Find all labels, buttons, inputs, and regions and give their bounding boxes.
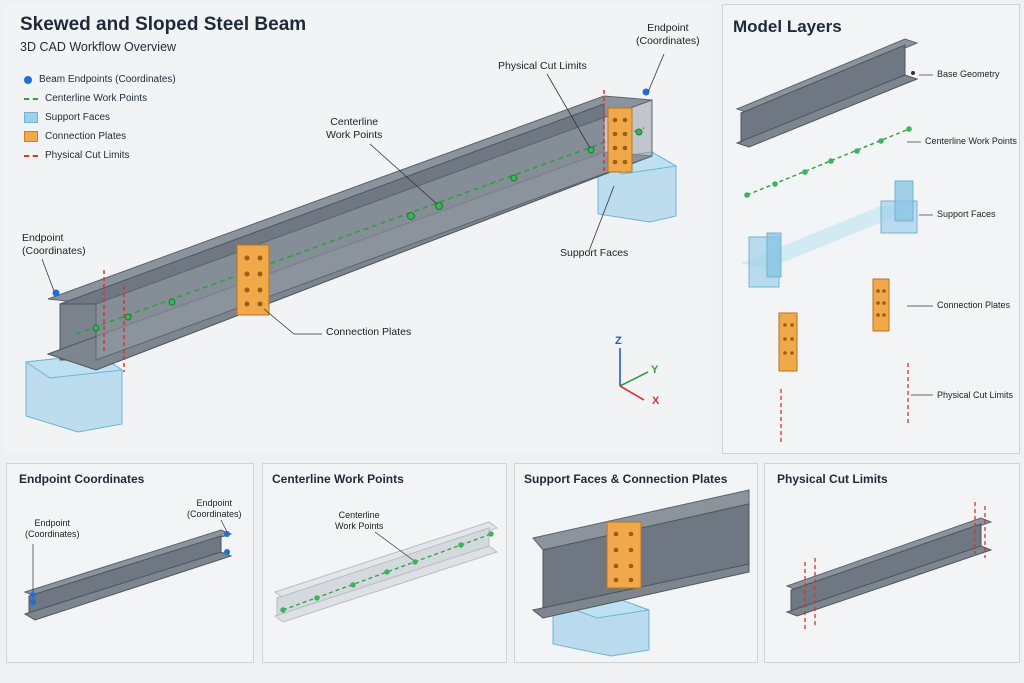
model-layers-panel: Model Layers <box>722 4 1020 454</box>
detail-title: Physical Cut Limits <box>777 472 888 486</box>
legend-centerline: Centerline Work Points <box>24 93 147 104</box>
detail-endpoint-coordinates: Endpoint Coordinates Endpoint (Coordinat… <box>6 463 254 663</box>
layer-label-cut: Physical Cut Limits <box>937 390 1014 400</box>
callout-support-faces: Support Faces <box>560 247 629 259</box>
detail-callout-endpoint-right: Endpoint (Coordinates) <box>187 498 242 519</box>
main-beam-illustration <box>24 53 678 433</box>
detail-title: Endpoint Coordinates <box>19 472 145 486</box>
right-endpoint <box>642 88 650 96</box>
legend-connection-plates: Connection Plates <box>24 131 126 142</box>
main-overview-panel: Skewed and Sloped Steel Beam 3D CAD Work… <box>4 4 712 454</box>
detail-centerline-illustration <box>273 521 499 623</box>
detail-physical-cut-limits: Physical Cut Limits <box>764 463 1020 663</box>
detail-callout-endpoint-left: Endpoint (Coordinates) <box>25 518 80 539</box>
axis-y-label: Y <box>651 364 659 376</box>
detail-support-faces-plates: Support Faces & Connection Plates <box>514 463 758 663</box>
layer-label-support: Support Faces <box>937 209 996 219</box>
legend-label: Connection Plates <box>45 131 127 142</box>
legend-support-faces: Support Faces <box>24 112 110 123</box>
layer-cut-limits <box>780 363 909 445</box>
main-title: Skewed and Sloped Steel Beam <box>20 14 307 35</box>
callout-endpoint-right: Endpoint (Coordinates) <box>636 22 700 47</box>
detail-cut-limits-illustration <box>785 502 993 630</box>
left-endpoint <box>52 289 60 297</box>
endpoint-swatch <box>24 75 32 84</box>
axis-triad <box>619 348 649 401</box>
callout-cut-limits: Physical Cut Limits <box>498 60 587 72</box>
layers-title: Model Layers <box>733 17 842 36</box>
legend-label: Physical Cut Limits <box>45 150 130 161</box>
layer-label-centerline: Centerline Work Points <box>925 136 1017 146</box>
layer-label-plates: Connection Plates <box>937 300 1011 310</box>
layer-connection-plates <box>778 278 890 372</box>
plate-swatch <box>24 131 38 142</box>
axis-z-label: Z <box>615 335 622 347</box>
mid-connection-plate <box>236 244 270 316</box>
layer-centerline <box>744 126 912 198</box>
layers-illustration <box>735 38 933 445</box>
detail-title: Centerline Work Points <box>272 472 404 486</box>
axis-x-label: X <box>652 395 660 407</box>
callout-endpoint-left: Endpoint (Coordinates) <box>22 232 86 257</box>
legend-cut-limits: Physical Cut Limits <box>24 150 129 161</box>
detail-centerline-work-points: Centerline Work Points Centerline Work P… <box>262 463 507 663</box>
detail-title: Support Faces & Connection Plates <box>524 472 728 486</box>
detail-callout-centerline: Centerline Work Points <box>335 510 384 531</box>
legend-label: Centerline Work Points <box>45 93 148 104</box>
layer-label-base: Base Geometry <box>937 69 1000 79</box>
steel-beam <box>46 95 653 371</box>
detail-endpoint-illustration <box>23 519 233 621</box>
cut-swatch <box>24 154 38 157</box>
layer-support-faces <box>741 180 918 288</box>
legend-label: Beam Endpoints (Coordinates) <box>39 74 176 85</box>
end-connection-plate <box>607 107 633 173</box>
legend-endpoints: Beam Endpoints (Coordinates) <box>24 74 176 85</box>
layer-base-geometry <box>735 38 919 148</box>
callout-connection-plates: Connection Plates <box>326 326 412 338</box>
leader-lines <box>41 53 665 335</box>
callout-centerline: Centerline Work Points <box>326 116 383 141</box>
detail-support-plates-illustration <box>531 489 750 657</box>
legend-label: Support Faces <box>45 112 111 123</box>
main-subtitle: 3D CAD Workflow Overview <box>20 40 177 54</box>
support-face-swatch <box>24 112 38 123</box>
layer-leaders <box>907 74 933 396</box>
centerline-swatch <box>24 97 38 100</box>
